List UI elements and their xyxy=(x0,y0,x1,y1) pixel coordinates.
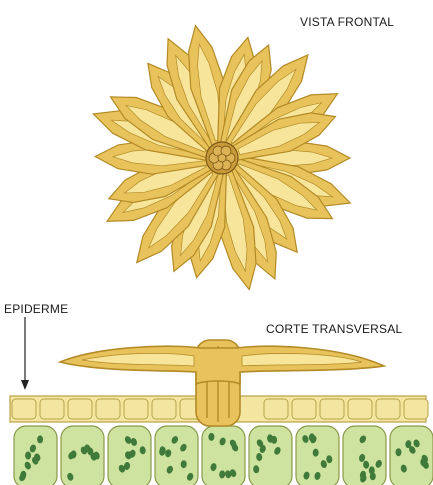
epidermis-cell xyxy=(12,399,36,419)
scale-shield-section xyxy=(60,346,384,384)
epidermis-cell xyxy=(376,399,400,419)
chloroplast xyxy=(37,435,43,443)
chloroplast xyxy=(25,452,31,460)
peltate-scale-front-view xyxy=(93,26,350,290)
mesophyll-cell xyxy=(343,426,386,485)
mesophyll-cells xyxy=(14,426,433,485)
epidermis-cell xyxy=(68,399,92,419)
mesophyll-cell xyxy=(249,426,292,485)
mesophyll-cell xyxy=(155,426,198,485)
epidermis-label: EPIDERME xyxy=(4,302,68,316)
chloroplast xyxy=(369,466,375,474)
scale-center xyxy=(206,142,238,174)
epidermis-cell xyxy=(404,399,428,419)
epidermis-cell xyxy=(124,399,148,419)
epidermis-cell xyxy=(96,399,120,419)
epidermis-cell xyxy=(320,399,344,419)
epidermis-cell xyxy=(292,399,316,419)
mesophyll-cell xyxy=(296,426,339,485)
front-view-label: VISTA FRONTAL xyxy=(300,15,394,29)
mesophyll-cell xyxy=(390,426,433,485)
epidermis-arrow xyxy=(21,317,29,390)
epidermis-cell xyxy=(348,399,372,419)
cross-section-view xyxy=(10,317,433,485)
mesophyll-cell xyxy=(61,426,104,485)
mesophyll-cell xyxy=(202,426,245,485)
epidermis-cell xyxy=(152,399,176,419)
mesophyll-cell xyxy=(14,426,57,485)
epidermis-cell xyxy=(264,399,288,419)
mesophyll-cell xyxy=(108,426,151,485)
epidermis-cell xyxy=(40,399,64,419)
cross-section-label: CORTE TRANSVERSAL xyxy=(266,322,402,336)
